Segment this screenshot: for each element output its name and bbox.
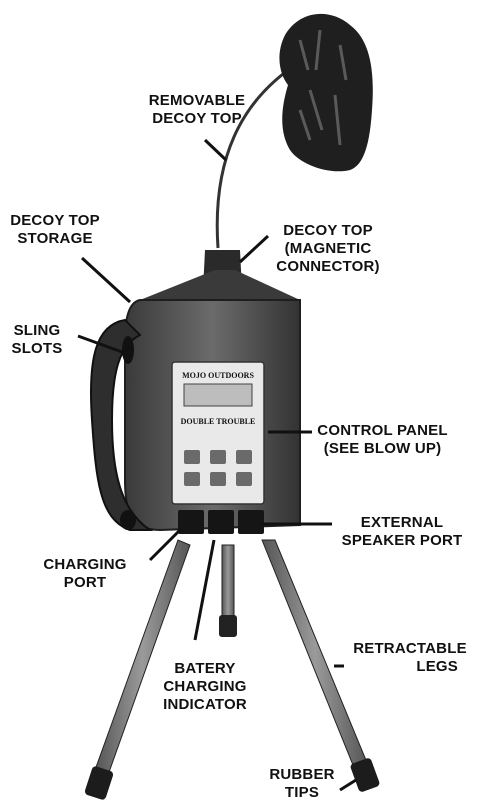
- panel-button-6: [236, 472, 252, 486]
- label-control-panel: CONTROL PANEL (SEE BLOW UP): [310, 422, 455, 458]
- label-charging-port: CHARGING PORT: [30, 556, 140, 592]
- label-external-speaker-port: EXTERNAL SPEAKER PORT: [332, 514, 472, 550]
- control-panel: MOJO OUTDOORS DOUBLE TROUBLE: [172, 362, 264, 504]
- panel-button-1: [184, 450, 200, 464]
- speaker-port-mid: [208, 510, 234, 534]
- panel-button-4: [184, 472, 200, 486]
- decoy-top: [217, 14, 373, 248]
- label-removable-decoy-top: REMOVABLE DECOY TOP: [132, 92, 262, 128]
- decoy-fur: [279, 14, 372, 171]
- label-rubber-tips: RUBBER TIPS: [262, 766, 342, 802]
- panel-button-2: [210, 450, 226, 464]
- panel-button-5: [210, 472, 226, 486]
- sling-slot-lower: [120, 510, 136, 530]
- label-retractable-legs: RETRACTABLE LEGS: [340, 640, 480, 676]
- panel-brand: MOJO OUTDOORS: [182, 371, 254, 380]
- label-battery-charging-indicator: BATERY CHARGING INDICATOR: [150, 660, 260, 714]
- panel-product: DOUBLE TROUBLE: [181, 417, 256, 426]
- speaker-port-left: [178, 510, 204, 534]
- label-decoy-top-storage: DECOY TOP STORAGE: [0, 212, 110, 248]
- leader-battery-indicator: [195, 540, 214, 640]
- sling-slot-upper: [122, 336, 134, 364]
- leg-back-foot: [219, 615, 237, 637]
- leader-decoy-top-storage: [82, 258, 130, 302]
- label-sling-slots: SLING SLOTS: [6, 322, 68, 358]
- leg-back: [222, 545, 234, 625]
- speaker-port-right: [238, 510, 264, 534]
- panel-button-3: [236, 450, 252, 464]
- label-decoy-top-connector: DECOY TOP (MAGNETIC CONNECTOR): [258, 222, 398, 276]
- panel-lcd: [184, 384, 252, 406]
- leader-rubber-tips: [340, 780, 356, 790]
- leader-removable-decoy-top: [205, 140, 226, 160]
